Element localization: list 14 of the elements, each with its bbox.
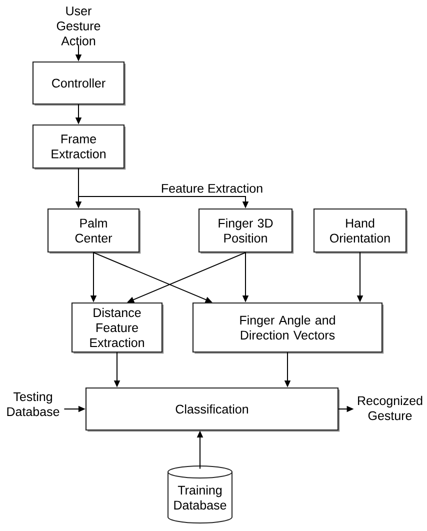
- database-cylinder: Training Database: [168, 466, 232, 524]
- process-box: Finger 3D Position: [198, 208, 294, 254]
- text-label: Recognized Gesture: [358, 396, 422, 420]
- process-box: Frame Extraction: [32, 124, 126, 170]
- process-box: Controller: [32, 61, 126, 106]
- process-box: Distance Feature Extraction: [71, 302, 164, 354]
- node-label: Training Database: [174, 485, 226, 510]
- text-label: Testing Database: [7, 392, 60, 416]
- process-box: Hand Orientation: [313, 208, 408, 254]
- edge-label: Feature Extraction: [160, 182, 264, 194]
- process-box: Finger Angle and Direction Vectors: [192, 302, 384, 354]
- process-box: Classification: [85, 387, 340, 432]
- process-box: Palm Center: [47, 208, 141, 254]
- text-label: User Gesture Action: [56, 6, 100, 46]
